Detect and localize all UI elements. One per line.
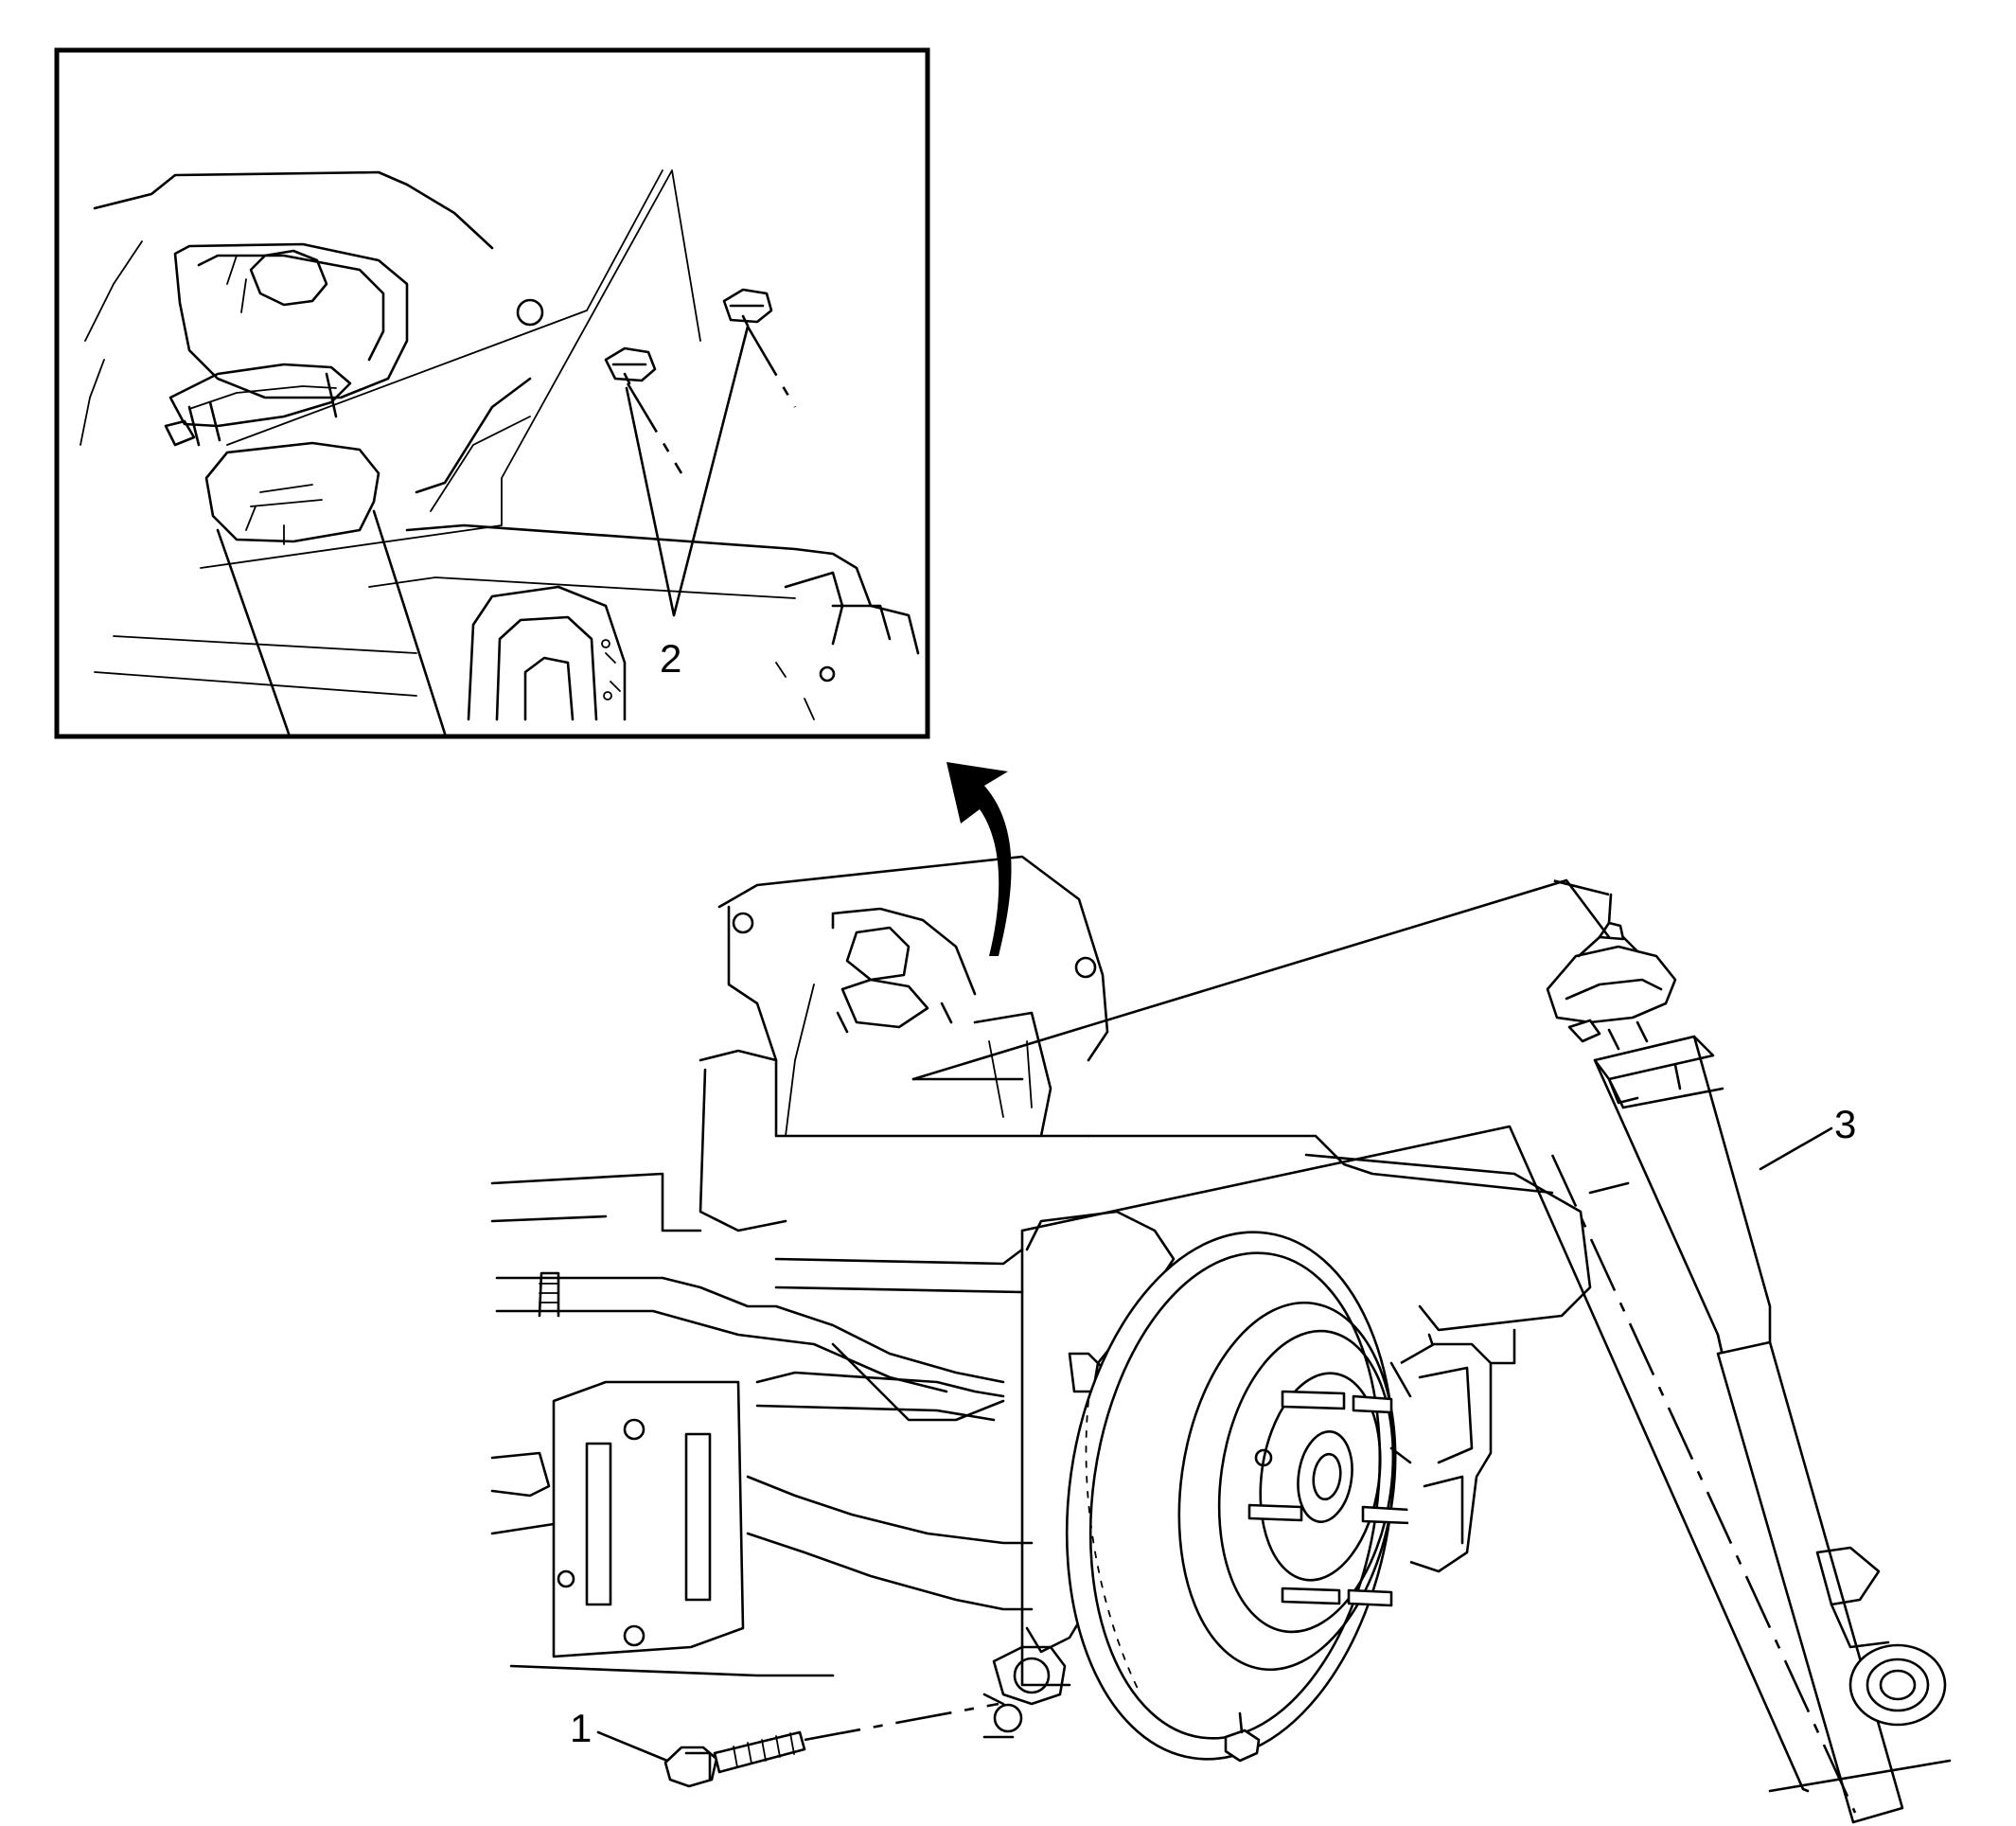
lower-shock-mount <box>982 1645 1067 1739</box>
wheel-studs <box>1247 1390 1412 1607</box>
lower-mount-bolt <box>663 1702 999 1788</box>
main-assembly-view <box>490 855 1952 1824</box>
detail-inset <box>54 47 930 739</box>
inset-upper-mount-view <box>80 169 920 736</box>
inset-frame <box>54 47 930 739</box>
curved-arrow-icon <box>946 762 1012 956</box>
callout-3: 3 <box>1759 1102 1856 1171</box>
inset-nut-left <box>604 346 657 385</box>
inset-nut-right <box>722 288 773 328</box>
callout-1: 1 <box>570 1706 669 1763</box>
callout-3-label: 3 <box>1834 1102 1856 1146</box>
brake-caliper <box>1389 1342 1493 1573</box>
callout-2-label: 2 <box>660 636 681 681</box>
callout-2: 2 <box>660 636 681 681</box>
callout-1-label: 1 <box>570 1706 592 1750</box>
shock-absorber <box>1546 893 1947 1824</box>
brake-rotor <box>1065 1231 1412 1761</box>
